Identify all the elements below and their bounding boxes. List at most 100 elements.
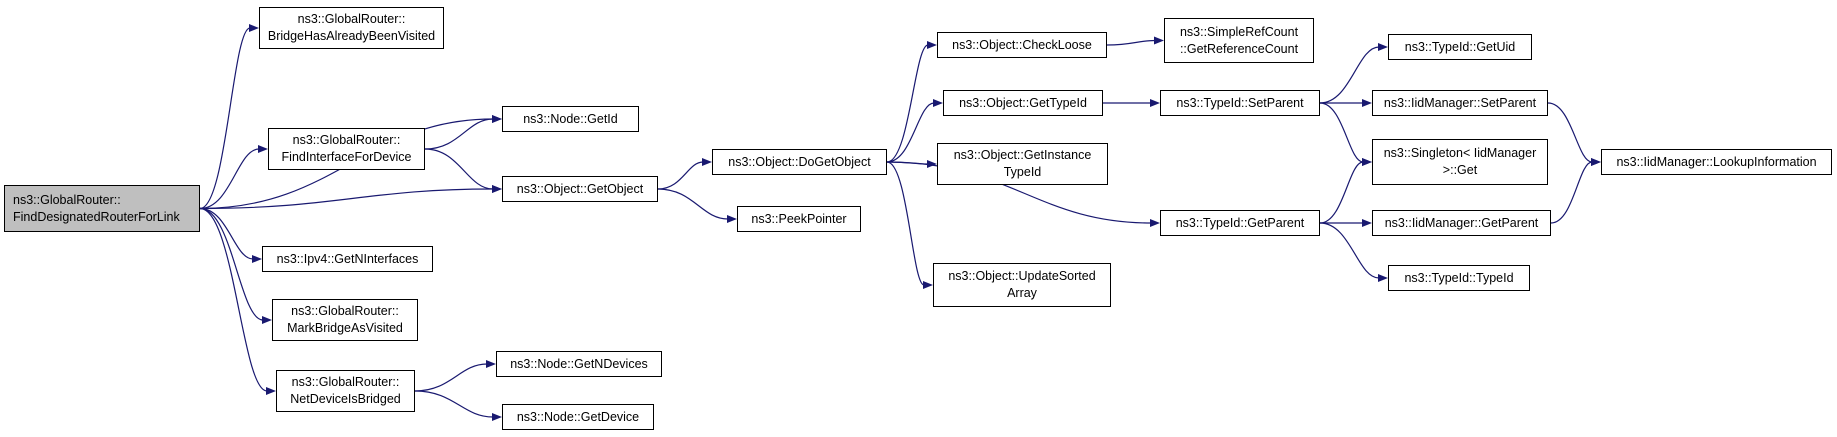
node-label: ns3::Object::GetTypeId [959,95,1087,110]
node-label-line-2: FindInterfaceForDevice [281,150,412,164]
arrowhead-checkLoose-to-simpleRef [1154,36,1164,45]
node-object-get-type-id[interactable]: ns3::Object::GetTypeId [943,90,1103,116]
node-label-line-1: ns3::Singleton< IidManager [1383,146,1537,160]
node-object-get-object[interactable]: ns3::Object::GetObject [502,176,658,202]
edge-root-to-ipv4Get [199,207,254,260]
edge-getObject-to-doGetObject [657,161,704,190]
edge-getParent-to-typeIdCtor [1319,222,1380,279]
edge-root-to-getObject [199,188,494,210]
node-type-id-get-uid[interactable]: ns3::TypeId::GetUid [1388,34,1532,60]
edge-findIface-to-nodeGetId [424,118,494,150]
edge-doGetObject-to-updateSorted [886,161,925,286]
node-ipv4-get-n-interfaces[interactable]: ns3::Ipv4::GetNInterfaces [262,246,433,272]
node-node-get-id[interactable]: ns3::Node::GetId [502,106,639,132]
edge-setParent-to-getUid [1319,46,1380,104]
node-type-id-set-parent[interactable]: ns3::TypeId::SetParent [1160,90,1320,116]
edge-iidGetParent-to-lookupInfo [1550,161,1593,224]
node-label-line-1: ns3::GlobalRouter:: [297,12,406,26]
node-label: ns3::Node::GetNDevices [510,356,648,371]
arrowhead-getParent-to-iidGetParent [1362,219,1372,227]
node-object-get-instance-type-id[interactable]: ns3::Object::GetInstance TypeId [937,143,1108,185]
node-find-interface-for-device[interactable]: ns3::GlobalRouter:: FindInterfaceForDevi… [268,128,425,170]
arrowhead-findIface-to-nodeGetId [492,115,502,123]
edge-root-to-bridgeVisited [199,27,251,210]
node-net-device-is-bridged[interactable]: ns3::GlobalRouter:: NetDeviceIsBridged [276,370,415,412]
arrowhead-netDevBridged-to-nodeGetN [486,360,496,368]
arrowhead-root-to-markBridge [262,316,272,324]
node-bridge-has-already-been-visited[interactable]: ns3::GlobalRouter:: BridgeHasAlreadyBeen… [259,7,444,49]
node-find-designated-router-for-link[interactable]: ns3::GlobalRouter:: FindDesignatedRouter… [4,185,200,232]
arrowhead-getParent-to-singletonGet [1362,158,1372,166]
edge-netDevBridged-to-nodeGetDev [414,390,494,418]
node-label-line-2: BridgeHasAlreadyBeenVisited [267,29,436,43]
node-label: ns3::IidManager::LookupInformation [1616,154,1817,169]
node-label-line-1: ns3::GlobalRouter:: [292,133,401,147]
node-label-line-2: >::Get [1442,163,1478,177]
node-label: ns3::TypeId::GetUid [1404,39,1516,54]
node-label: ns3::Ipv4::GetNInterfaces [276,251,419,266]
node-iid-manager-lookup-information[interactable]: ns3::IidManager::LookupInformation [1601,149,1832,175]
edge-doGetObject-to-getTypeId [886,102,935,163]
node-label: ns3::Object::DoGetObject [728,154,871,169]
node-type-id-get-parent[interactable]: ns3::TypeId::GetParent [1160,210,1320,236]
node-type-id-type-id[interactable]: ns3::TypeId::TypeId [1388,265,1530,291]
edge-checkLoose-to-simpleRef [1106,39,1156,46]
edge-iidSetParent-to-lookupInfo [1547,102,1593,163]
node-object-update-sorted-array[interactable]: ns3::Object::UpdateSorted Array [933,263,1111,307]
node-label-line-1: ns3::GlobalRouter:: [291,304,399,318]
edge-setParent-to-singletonGet [1319,102,1364,163]
node-iid-manager-get-parent[interactable]: ns3::IidManager::GetParent [1372,210,1551,236]
node-label: ns3::PeekPointer [751,211,847,226]
node-label-line-1: ns3::GlobalRouter:: [291,375,400,389]
node-label: ns3::IidManager::GetParent [1384,215,1539,230]
node-simple-ref-count-get-reference-count[interactable]: ns3::SimpleRefCount ::GetReferenceCount [1164,18,1314,63]
arrowhead-netDevBridged-to-nodeGetDev [492,413,502,421]
node-label-line-2: MarkBridgeAsVisited [287,321,403,335]
arrowhead-findIface-to-getObject [492,185,502,193]
node-object-check-loose[interactable]: ns3::Object::CheckLoose [937,32,1107,58]
node-label: ns3::TypeId::GetParent [1175,215,1305,230]
node-label-line-2: FindDesignatedRouterForLink [13,209,180,224]
edge-root-to-findIface [199,148,260,210]
arrowhead-iidGetParent-to-lookupInfo [1591,158,1601,166]
arrowhead-setParent-to-iidSetParent [1362,99,1372,107]
arrowhead-getParent-to-typeIdCtor [1378,274,1388,282]
node-mark-bridge-as-visited[interactable]: ns3::GlobalRouter:: MarkBridgeAsVisited [272,299,418,341]
node-label-line-1: ns3::GlobalRouter:: [13,192,121,207]
node-label-line-2: Array [1007,286,1037,300]
edge-getParent-to-singletonGet [1319,161,1364,224]
node-label-line-2: ::GetReferenceCount [1179,41,1299,56]
node-node-get-n-devices[interactable]: ns3::Node::GetNDevices [496,351,662,377]
node-label-line-2: NetDeviceIsBridged [290,392,401,406]
arrowhead-doGetObject-to-getTypeId [933,99,943,107]
node-singleton-iid-manager-get[interactable]: ns3::Singleton< IidManager >::Get [1372,139,1548,185]
node-object-do-get-object[interactable]: ns3::Object::DoGetObject [712,149,887,175]
node-label-line-1: ns3::Object::UpdateSorted [948,269,1096,283]
edge-findIface-to-getObject [424,148,494,190]
node-label: ns3::TypeId::TypeId [1404,270,1514,285]
arrowhead-root-to-findIface [258,145,268,153]
node-peek-pointer[interactable]: ns3::PeekPointer [737,206,861,232]
edge-doGetObject-to-checkLoose [886,44,929,163]
node-label: ns3::Object::GetObject [516,181,644,196]
arrowhead-doGetObject-to-getParent [1150,219,1160,227]
node-label: ns3::Object::CheckLoose [952,37,1092,52]
arrowhead-root-to-bridgeVisited [249,24,259,32]
node-iid-manager-set-parent[interactable]: ns3::IidManager::SetParent [1372,90,1548,116]
arrowhead-root-to-netDevBridged [266,387,276,395]
arrowhead-doGetObject-to-checkLoose [927,41,937,49]
edge-doGetObject-to-getParent [886,161,1152,224]
node-label-line-2: TypeId [1003,165,1042,179]
arrowhead-getObject-to-peekPtr [727,215,737,223]
edge-netDevBridged-to-nodeGetN [414,363,488,392]
node-node-get-device[interactable]: ns3::Node::GetDevice [502,404,654,430]
arrowhead-getObject-to-doGetObject [702,158,712,166]
node-label: ns3::TypeId::SetParent [1176,95,1304,110]
arrowhead-getTypeId-to-setParent [1150,99,1160,107]
edge-root-to-netDevBridged [199,207,268,392]
node-label: ns3::Node::GetId [523,111,618,126]
edge-getObject-to-peekPtr [657,188,729,220]
node-label: ns3::IidManager::SetParent [1383,95,1537,110]
